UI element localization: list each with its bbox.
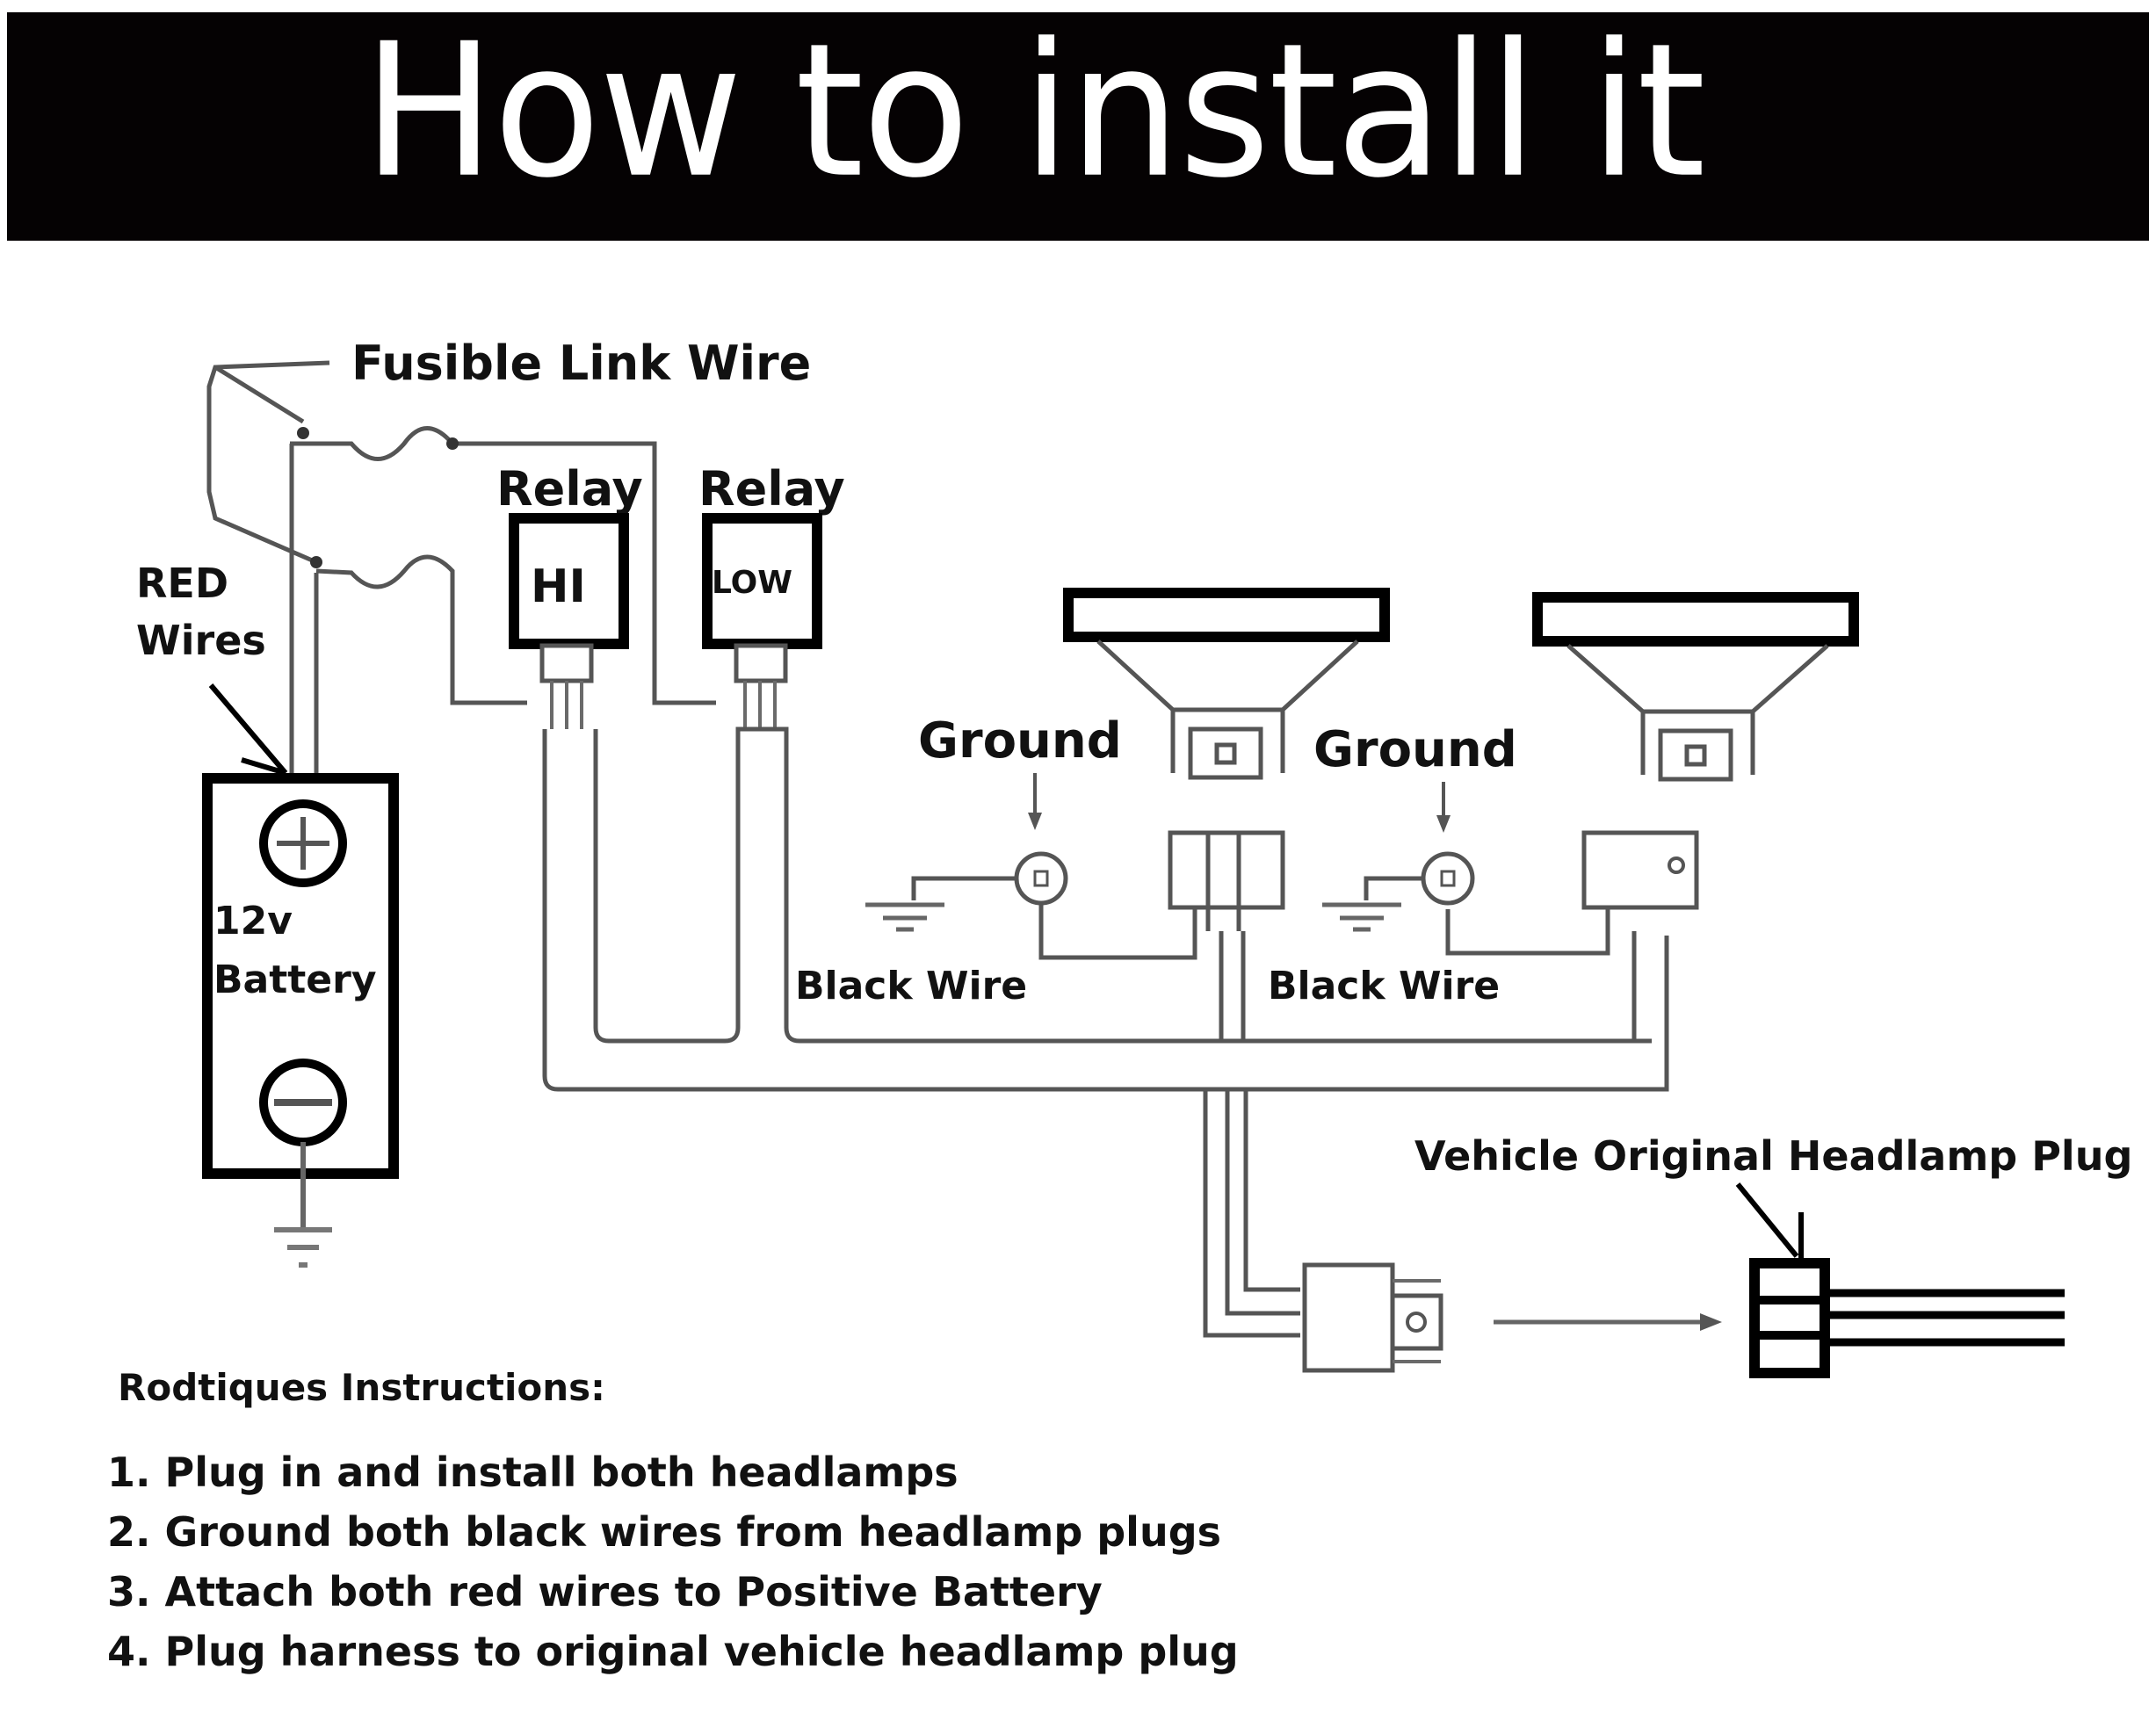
black-wire-right-label: Black Wire <box>1268 964 1500 1008</box>
ground-left-label: Ground <box>918 712 1122 770</box>
harness <box>542 726 1669 1338</box>
instruction-step: 1. Plug in and install both headlamps <box>107 1449 959 1496</box>
ground-right-label: Ground <box>1313 721 1517 778</box>
trunk-wire-1 <box>1203 1089 1300 1338</box>
lower-red-wire <box>315 554 527 705</box>
relay-low: Relay LOW <box>698 461 845 729</box>
instructions-block: Rodtiques Instructions: 1. Plug in and i… <box>107 1366 1239 1681</box>
relay-hi-body <box>509 513 629 649</box>
fusible-link-callout: Fusible Link Wire <box>206 336 811 565</box>
battery-label-line2: Battery <box>213 958 377 1002</box>
headlamp-left <box>1063 588 1390 931</box>
relay-hi: Relay HI <box>496 461 643 729</box>
harness-connector <box>1302 1262 1443 1373</box>
vehicle-plug-label: Vehicle Original Headlamp Plug <box>1414 1132 2132 1180</box>
harness-inner <box>593 726 1652 1044</box>
harness-plug-body <box>1302 1262 1395 1373</box>
fuse-node <box>310 556 322 568</box>
fusible-link-label: Fusible Link Wire <box>351 336 811 391</box>
red-wires-arrow <box>208 683 288 776</box>
vehicle-headlamp-plug: Vehicle Original Headlamp Plug <box>1414 1132 2132 1378</box>
red-wires-label-line1: RED <box>136 560 228 607</box>
battery-ground-icon <box>274 1227 332 1268</box>
fusible-link-leader-upper <box>213 365 305 424</box>
fuse-link-upper <box>290 426 716 705</box>
fuse-node <box>446 437 459 450</box>
connect-arrow-icon <box>1494 1313 1722 1331</box>
relay-hi-caption: Relay <box>496 461 643 517</box>
harness-outer <box>542 729 1669 1092</box>
harness-left-drops <box>1219 931 1246 1041</box>
fuse-node <box>297 427 309 439</box>
instruction-step: 4. Plug harness to original vehicle head… <box>107 1628 1239 1675</box>
black-wire-left-label: Black Wire <box>795 964 1027 1008</box>
battery-label-line1: 12v <box>213 899 293 943</box>
headlamp-lens <box>1063 588 1390 642</box>
instructions-heading: Rodtiques Instructions: <box>118 1366 605 1409</box>
headlamp-lens <box>1532 592 1859 647</box>
vehicle-plug-body <box>1749 1258 1830 1378</box>
relay-low-body <box>702 513 822 649</box>
battery: 12v Battery <box>202 773 399 1268</box>
relay-hi-label: HI <box>531 560 586 613</box>
relay-low-label: LOW <box>712 565 792 601</box>
title-banner: How to install it <box>7 12 2149 241</box>
ground-right: Ground Black Wire <box>1268 721 1517 1008</box>
headlamp-right <box>1445 592 1859 956</box>
instruction-step: 3. Attach both red wires to Positive Bat… <box>107 1568 1103 1615</box>
fusible-link-leader <box>206 360 330 565</box>
instruction-step: 2. Ground both black wires from headlamp… <box>107 1508 1222 1556</box>
relay-low-caption: Relay <box>698 461 845 517</box>
page-title: How to install it <box>363 4 1705 220</box>
fuse-link-lower <box>310 554 527 705</box>
ground-left: Ground Black Wire <box>795 712 1197 1008</box>
headlamp-plug <box>1168 830 1285 910</box>
red-wires-label-line2: Wires <box>136 617 266 664</box>
